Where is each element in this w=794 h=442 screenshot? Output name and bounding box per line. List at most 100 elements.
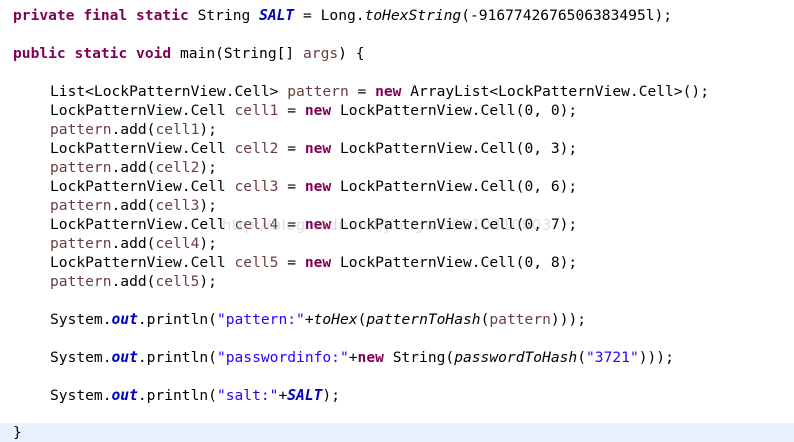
code-text: ); [199,273,217,290]
local-variable: cell2 [234,140,279,157]
local-variable: cell1 [155,121,200,138]
method-call: toHex [313,311,358,328]
code-text: LockPatternView.Cell [50,140,235,157]
string-literal: "3721" [586,349,639,366]
local-variable: pattern [50,273,112,290]
code-line-print-password[interactable]: System.out.println("passwordinfo:"+new S… [0,348,794,367]
code-text: = [278,178,305,195]
string-literal: "salt:" [216,387,279,404]
local-variable: pattern [489,311,551,328]
argument-text: (-9167742676506383495l); [461,7,673,24]
code-text: LockPatternView.Cell(0, 3); [331,140,578,157]
keyword-new: new [304,254,332,271]
keyword-static: static [74,45,128,62]
operator: + [348,349,358,366]
local-variable: pattern [50,159,112,176]
code-text: LockPatternView.Cell(0, 8); [331,254,578,271]
code-text: .println( [137,349,217,366]
code-text: = [348,83,376,100]
keyword-public: public [13,45,66,62]
code-text: String( [383,349,455,366]
keyword-new: new [304,216,332,233]
local-variable: cell4 [234,216,279,233]
code-text: LockPatternView.Cell(0, 7); [331,216,578,233]
watermark: http://blog.csdn.net/jiangwei0910410003 [222,216,552,234]
code-text: .add( [111,159,156,176]
code-text: ); [199,121,217,138]
code-text: .add( [111,235,156,252]
code-line-main[interactable]: public static void main(String[] args) { [0,44,794,63]
local-variable: pattern [50,235,112,252]
code-text: .println( [137,311,217,328]
local-variable: cell3 [234,178,279,195]
code-line-cell-add[interactable]: pattern.add(cell2); [0,158,794,177]
code-text: LockPatternView.Cell(0, 0); [331,102,578,119]
code-text: = [278,254,305,271]
code-line-cell-decl[interactable]: LockPatternView.Cell cell4 = new LockPat… [0,215,794,234]
keyword-new: new [357,349,384,366]
code-text: = [278,216,305,233]
closing-brace: } [13,424,22,441]
code-text: LockPatternView.Cell [50,216,235,233]
keyword-static: static [136,7,189,24]
code-text: .add( [111,121,156,138]
local-variable: cell4 [155,235,200,252]
operator: + [278,387,288,404]
type-name: String [197,7,251,24]
operator: + [304,311,314,328]
code-text: = [278,102,305,119]
code-text: ); [199,159,217,176]
keyword-new: new [304,102,332,119]
string-literal: "passwordinfo:" [216,349,349,366]
code-text: ( [480,311,490,328]
code-text: ); [322,387,340,404]
field-salt: SALT [287,387,323,404]
code-line-cell-decl[interactable]: LockPatternView.Cell cell3 = new LockPat… [0,177,794,196]
code-text: ) { [338,45,365,62]
code-text: ArrayList<LockPatternView.Cell>(); [401,83,709,100]
local-variable: cell3 [155,197,200,214]
code-text: LockPatternView.Cell(0, 6); [331,178,578,195]
parameter-name: args [303,45,339,62]
local-variable: cell2 [155,159,200,176]
code-line-print-pattern[interactable]: System.out.println("pattern:"+toHex(patt… [0,310,794,329]
code-text: LockPatternView.Cell [50,102,235,119]
code-text: = [278,140,305,157]
operator: = [303,7,312,24]
code-line-cell-add[interactable]: pattern.add(cell1); [0,120,794,139]
string-literal: "pattern:" [216,311,305,328]
code-line-list[interactable]: List<LockPatternView.Cell> pattern = new… [0,82,794,101]
code-text: ))); [550,311,587,328]
code-line-cell-decl[interactable]: LockPatternView.Cell cell5 = new LockPat… [0,253,794,272]
code-text: ))); [638,349,674,366]
code-line-close-brace[interactable]: } [0,423,794,442]
keyword-void: void [136,45,172,62]
code-text: System. [50,311,112,328]
field-salt: SALT [259,7,295,24]
code-text: ( [577,349,587,366]
code-line-cell-add[interactable]: pattern.add(cell5); [0,272,794,291]
code-text: ); [199,197,217,214]
code-line-cell-decl[interactable]: LockPatternView.Cell cell1 = new LockPat… [0,101,794,120]
method-call: passwordToHash [454,349,578,366]
keyword-new: new [304,178,332,195]
code-text: ); [199,235,217,252]
class-ref: Long. [320,7,365,24]
keyword-final: final [83,7,128,24]
code-line-salt[interactable]: private final static String SALT = Long.… [0,6,794,25]
code-text: LockPatternView.Cell [50,254,235,271]
code-text: ( [357,311,367,328]
code-text: System. [50,349,112,366]
code-text: LockPatternView.Cell [50,178,235,195]
code-line-print-salt[interactable]: System.out.println("salt:"+SALT); [0,386,794,405]
code-text: .add( [111,197,156,214]
code-line-cell-add[interactable]: pattern.add(cell3); [0,196,794,215]
code-text: .add( [111,273,156,290]
static-field-out: out [111,387,138,404]
keyword-new: new [304,140,332,157]
code-line-cell-add[interactable]: pattern.add(cell4); [0,234,794,253]
code-line-cell-decl[interactable]: LockPatternView.Cell cell2 = new LockPat… [0,139,794,158]
static-field-out: out [111,311,138,328]
local-variable: pattern [50,121,112,138]
